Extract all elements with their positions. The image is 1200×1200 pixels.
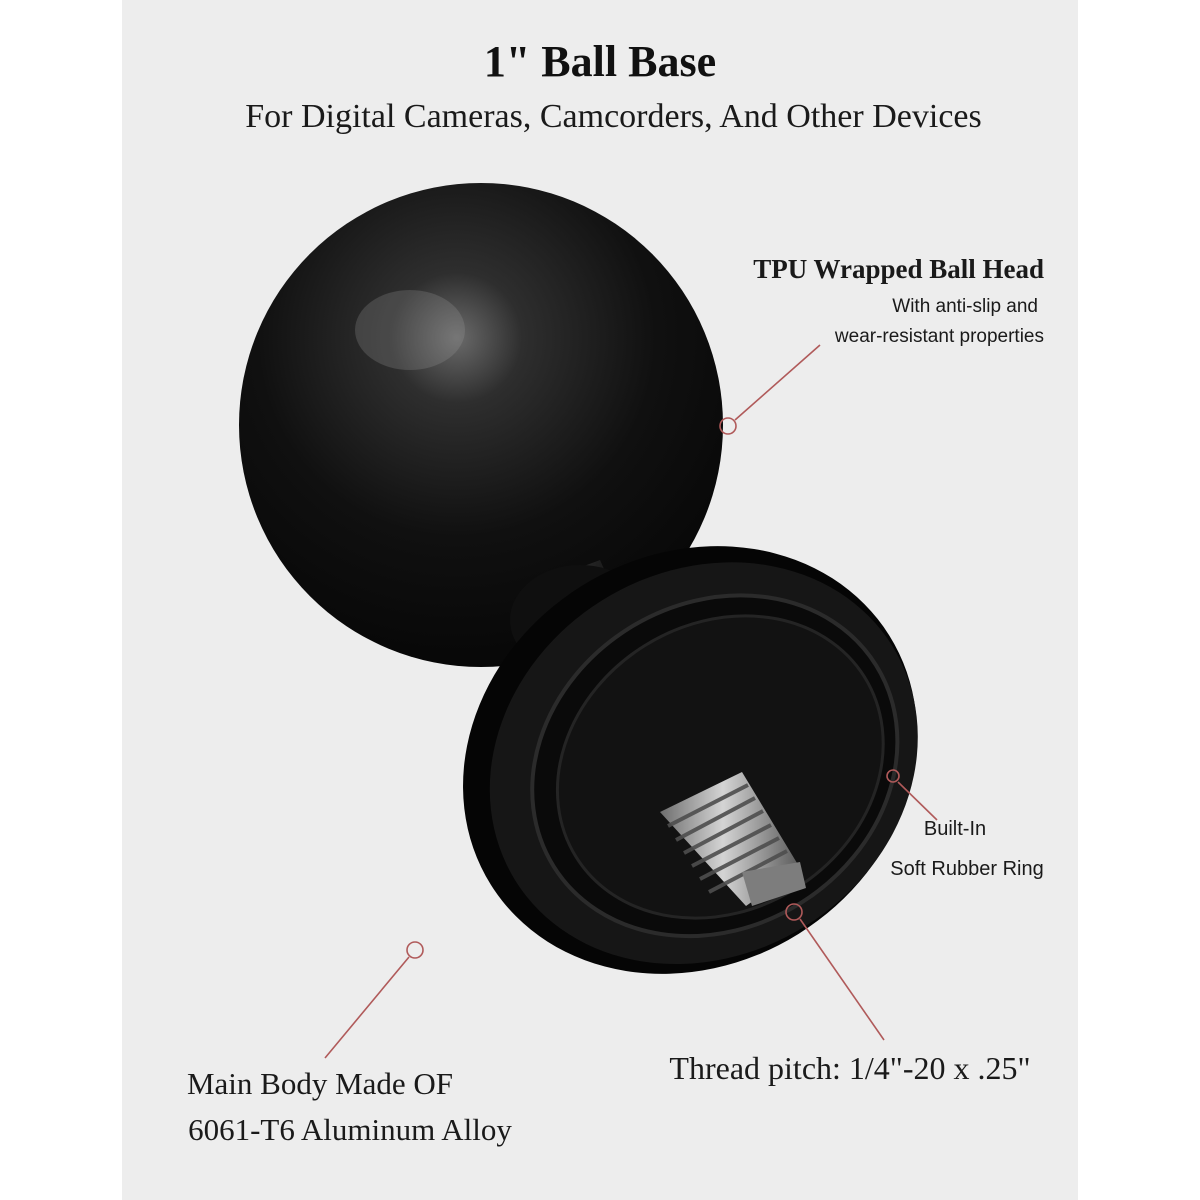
thread-callout-dot (785, 903, 803, 921)
main-body-callout-line1: Main Body Made OF (186, 1066, 454, 1101)
thread-pitch-callout: Thread pitch: 1/4"-20 x .25" (669, 1050, 1031, 1086)
rubber-ring-callout-dot (886, 769, 900, 783)
main-body-callout-line2: 6061-T6 Aluminum Alloy (188, 1112, 512, 1147)
page-title: 1" Ball Base (483, 37, 717, 86)
ball-head-callout-title: TPU Wrapped Ball Head (753, 254, 1044, 284)
screw (660, 772, 806, 906)
base-disc (463, 546, 918, 974)
ball-head-callout-line1: With anti-slip and (892, 296, 1038, 317)
ball-highlight (355, 290, 465, 370)
rubber-ring-callout-line2: Soft Rubber Ring (890, 858, 1044, 880)
ball-head-callout-dot (719, 417, 737, 435)
rubber-ring-callout-line1: Built-In (923, 818, 987, 840)
ball-head-callout-line2: wear-resistant properties (834, 326, 1044, 347)
page-subtitle: For Digital Cameras, Camcorders, And Oth… (245, 98, 982, 135)
main-body-callout-dot (406, 941, 424, 959)
ball-head (239, 183, 723, 667)
